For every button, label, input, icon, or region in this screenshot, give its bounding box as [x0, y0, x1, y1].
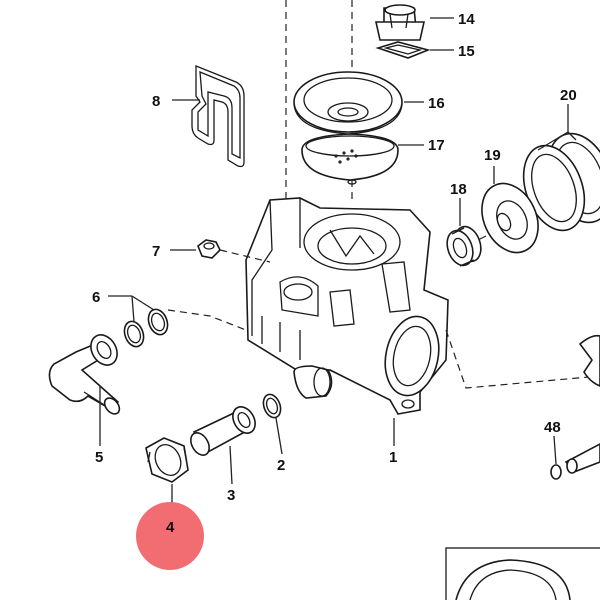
part-14-valve-cap[interactable]	[375, 4, 425, 41]
callout-5: 5	[95, 449, 103, 466]
part-2-o-ring[interactable]	[260, 392, 283, 420]
assembly-line-7	[219, 249, 271, 263]
part-19-piston-disc[interactable]	[471, 174, 549, 261]
assembly-line-6	[167, 309, 247, 331]
part-6-o-rings[interactable]	[121, 307, 171, 350]
part-5-elbow-fitting[interactable]	[48, 330, 122, 417]
callout-2: 2	[277, 457, 285, 474]
part-7-hex-nut[interactable]	[197, 239, 221, 259]
part-16-diaphragm[interactable]	[293, 71, 403, 135]
callout-8: 8	[152, 93, 160, 110]
part-48-shaft[interactable]	[550, 443, 600, 480]
assembly-line-right	[445, 329, 600, 389]
partial-box-bottom	[445, 547, 600, 605]
callout-20: 20	[560, 87, 577, 104]
callout-19: 19	[484, 147, 501, 164]
part-20-large-ring[interactable]	[513, 125, 600, 239]
assembly-line-18	[477, 235, 487, 241]
callout-7: 7	[152, 243, 160, 260]
highlight-marker[interactable]	[136, 502, 204, 570]
part-15-square-gasket[interactable]	[375, 41, 431, 59]
callout-16: 16	[428, 95, 445, 112]
callout-14: 14	[458, 11, 475, 28]
callout-15: 15	[458, 43, 475, 60]
part-1-pump-housing[interactable]	[245, 197, 449, 415]
partial-part-right	[578, 334, 600, 387]
callout-48: 48	[544, 419, 561, 436]
part-17-valve-plate[interactable]	[301, 133, 399, 185]
callout-17: 17	[428, 137, 445, 154]
partial-pulley-bottom	[455, 559, 571, 601]
part-3-connector[interactable]	[187, 403, 260, 459]
leader-lines	[99, 17, 577, 508]
part-8-retaining-clip[interactable]	[191, 65, 245, 168]
callout-3: 3	[227, 487, 235, 504]
part-18-bearing[interactable]	[443, 223, 486, 269]
callout-18: 18	[450, 181, 467, 198]
part-4-union-nut[interactable]	[145, 437, 189, 483]
callout-4: 4	[166, 519, 175, 536]
callout-1: 1	[389, 449, 397, 466]
callout-6: 6	[92, 289, 100, 306]
